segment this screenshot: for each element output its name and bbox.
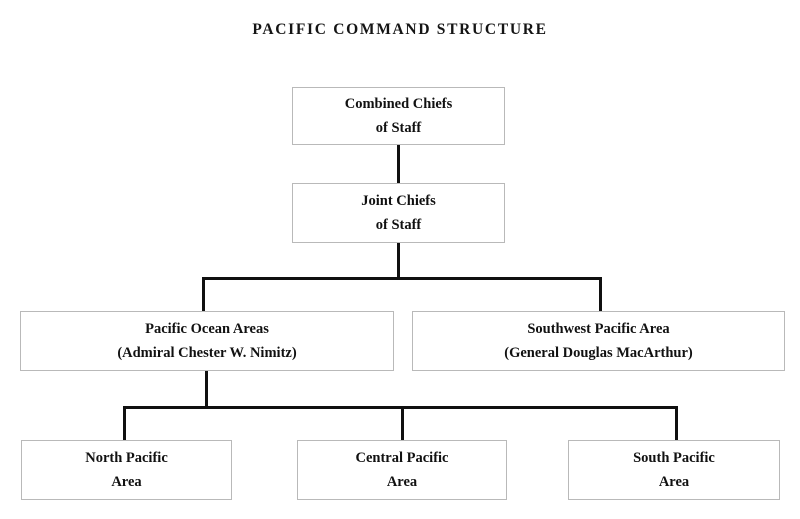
node-central-pacific-area-line2: Area — [386, 473, 418, 490]
connector-drop-south-pacific-area — [675, 406, 678, 441]
connector-combined-to-joint — [397, 144, 400, 185]
page-title: PACIFIC COMMAND STRUCTURE — [252, 21, 548, 38]
connector-drop-north-pacific-area — [123, 406, 126, 441]
node-joint-chiefs-line1: Joint Chiefs — [361, 193, 436, 209]
node-pacific-ocean-areas-line1: Pacific Ocean Areas — [145, 321, 269, 337]
connector-bus-level3 — [202, 277, 602, 280]
connector-joint-stem — [397, 242, 400, 280]
connector-bus-level4 — [123, 406, 678, 409]
node-pacific-ocean-areas: Pacific Ocean Areas (Admiral Chester W. … — [20, 311, 394, 371]
connector-drop-pacific-ocean-areas — [202, 277, 205, 312]
node-joint-chiefs-line2: of Staff — [375, 216, 422, 233]
node-north-pacific-area-line2: Area — [111, 473, 142, 490]
node-north-pacific-area-line1: North Pacific — [85, 450, 168, 466]
node-combined-chiefs-of-staff: Combined Chiefs of Staff — [292, 87, 505, 145]
connector-drop-central-pacific-area — [401, 406, 404, 441]
node-southwest-pacific-area: Southwest Pacific Area (General Douglas … — [412, 311, 785, 371]
node-combined-chiefs-line2: of Staff — [375, 119, 422, 136]
node-central-pacific-area-line1: Central Pacific — [355, 450, 449, 466]
node-south-pacific-area-line2: Area — [658, 473, 690, 490]
connector-pacific-ocean-areas-stem — [205, 370, 208, 408]
connector-drop-southwest-pacific-area — [599, 277, 602, 312]
node-southwest-pacific-area-commander: (General Douglas MacArthur) — [504, 344, 693, 361]
node-southwest-pacific-area-line1: Southwest Pacific Area — [527, 321, 670, 337]
node-combined-chiefs-line1: Combined Chiefs — [344, 96, 453, 112]
node-south-pacific-area: South Pacific Area — [568, 440, 780, 500]
node-south-pacific-area-line1: South Pacific — [633, 450, 715, 466]
node-joint-chiefs-of-staff: Joint Chiefs of Staff — [292, 183, 505, 243]
node-central-pacific-area: Central Pacific Area — [297, 440, 507, 500]
node-north-pacific-area: North Pacific Area — [21, 440, 232, 500]
node-pacific-ocean-areas-commander: (Admiral Chester W. Nimitz) — [117, 344, 297, 361]
